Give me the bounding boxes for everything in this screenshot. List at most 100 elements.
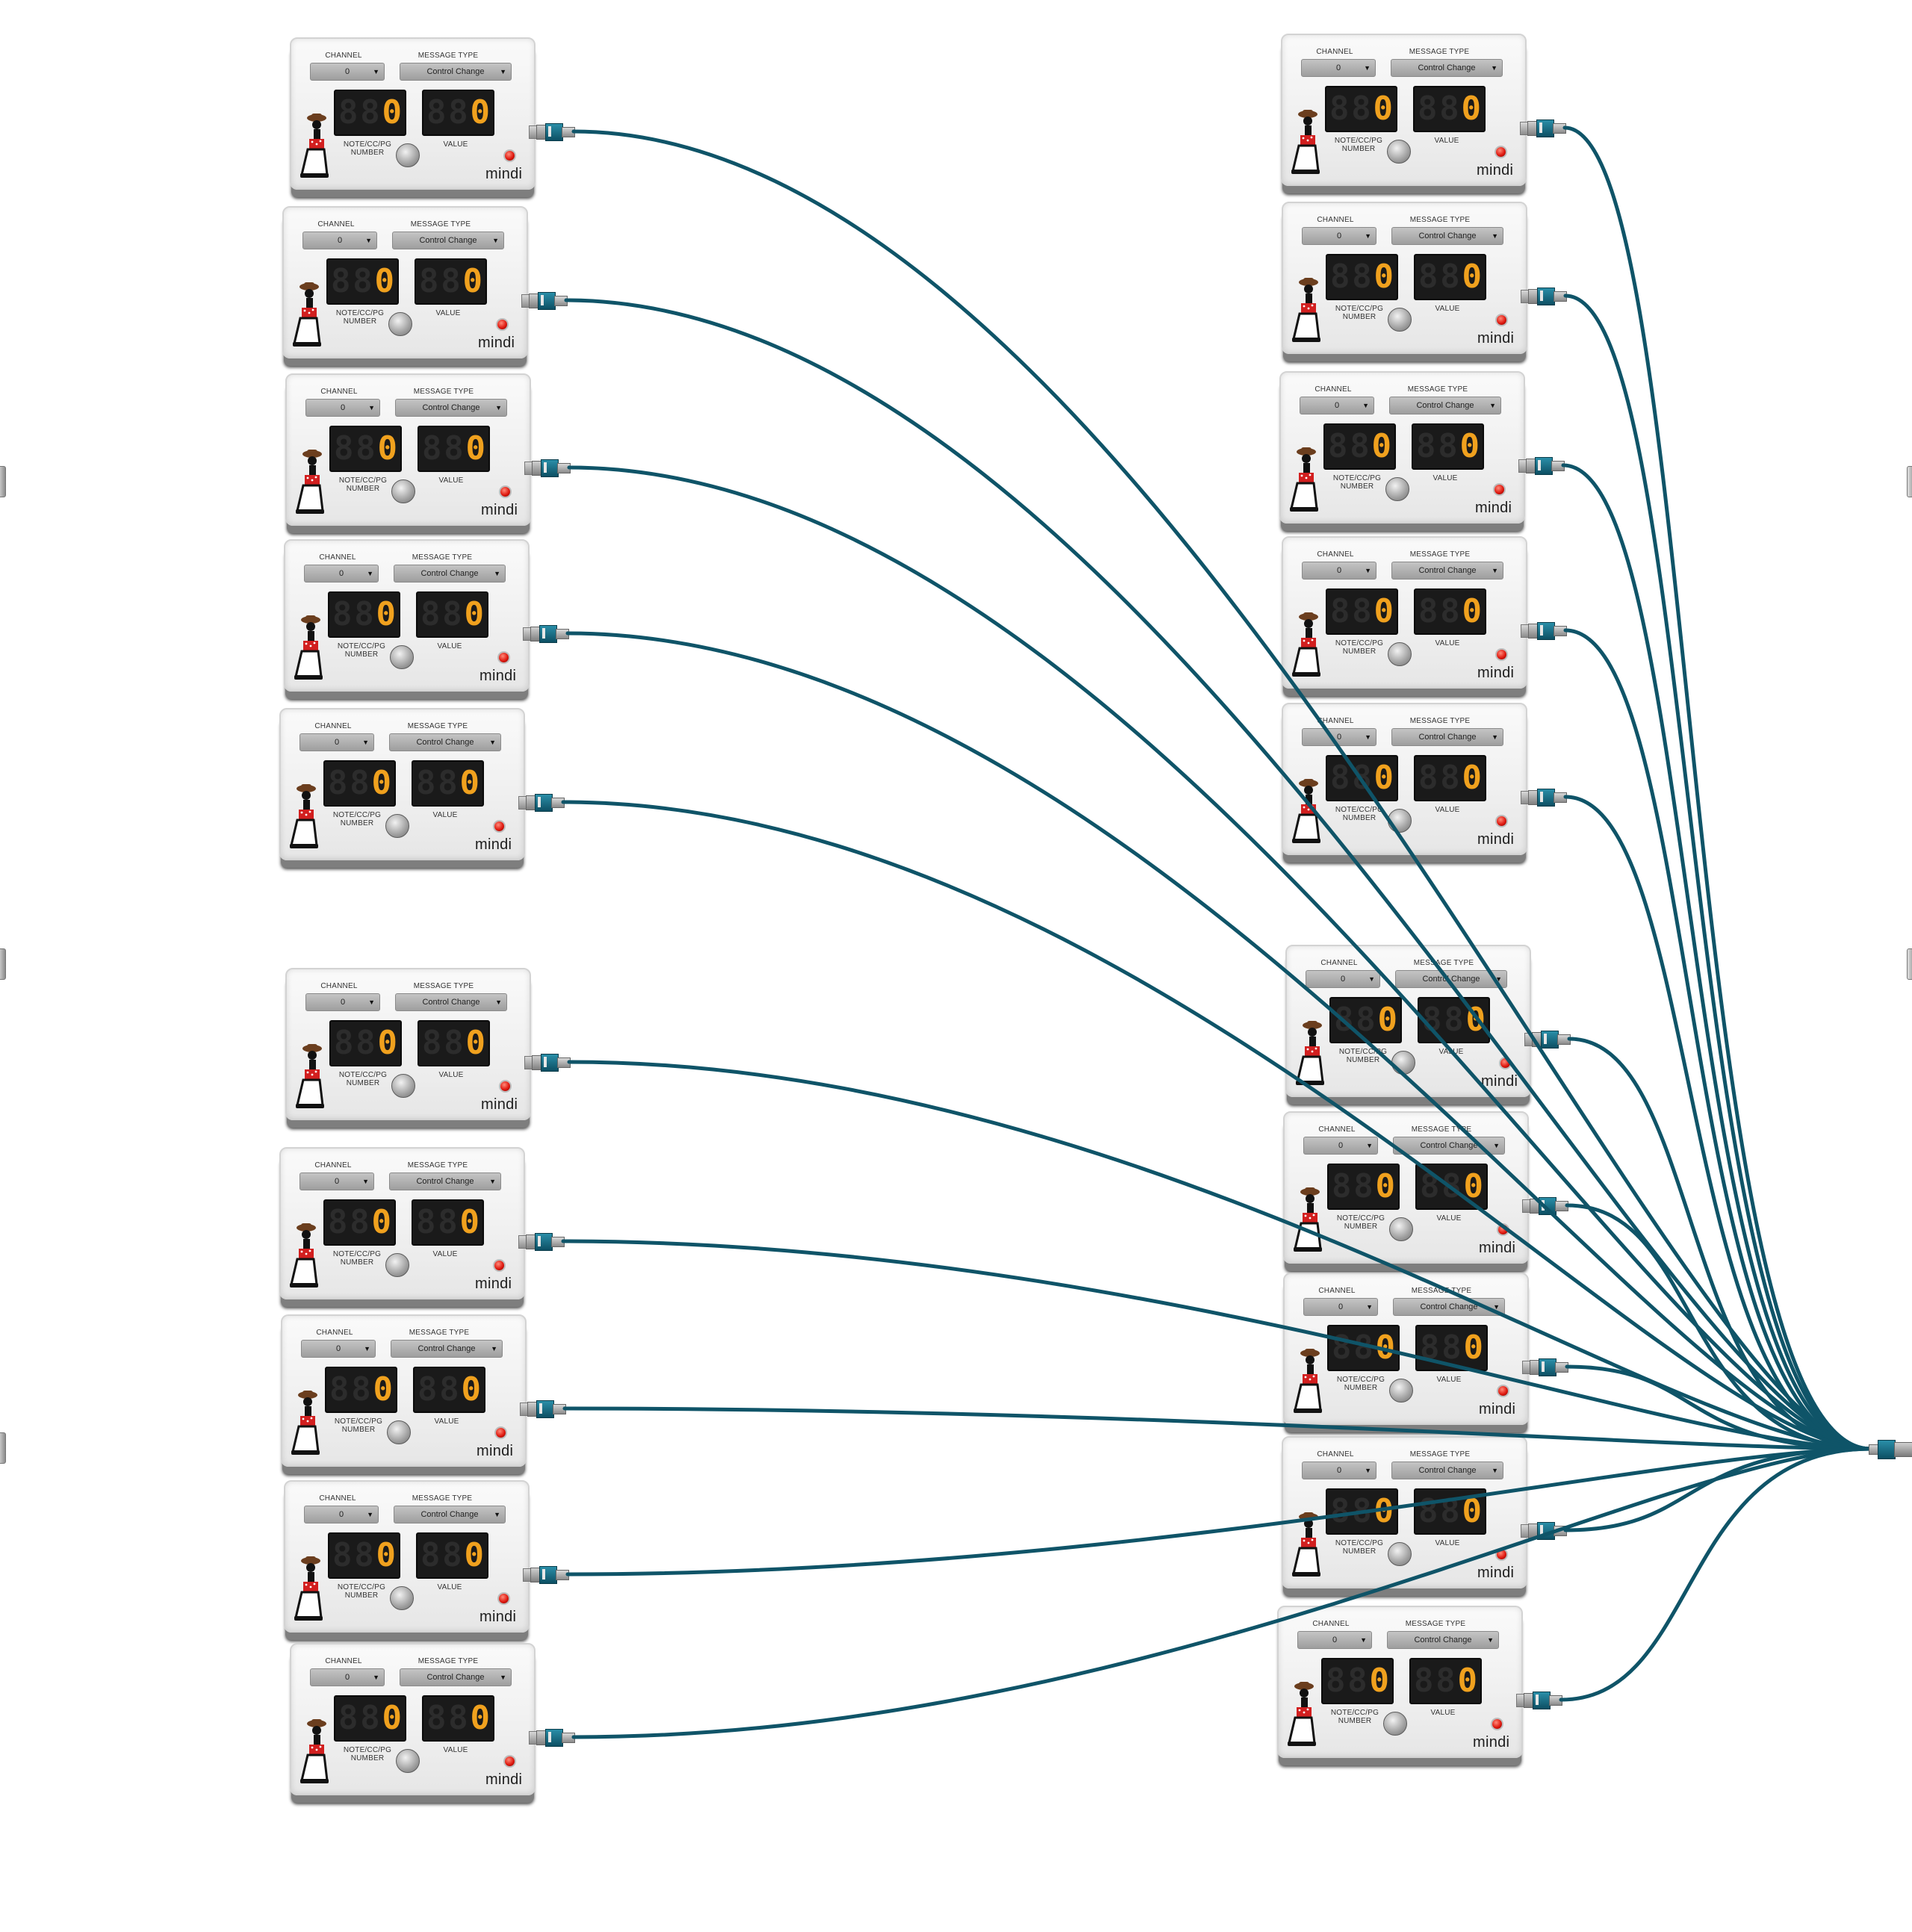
- channel-select[interactable]: 0 ▼: [305, 993, 380, 1011]
- channel-select[interactable]: 0 ▼: [304, 565, 379, 583]
- channel-select[interactable]: 0 ▼: [1306, 970, 1380, 988]
- channel-select[interactable]: 0 ▼: [302, 232, 377, 249]
- patch-cable: [565, 1447, 1873, 1577]
- value-display: 8 8 0: [1414, 1488, 1486, 1535]
- cable-plug-icon[interactable]: [530, 625, 569, 643]
- channel-select[interactable]: 0 ▼: [1303, 1298, 1378, 1316]
- channel-select[interactable]: 0 ▼: [1297, 1631, 1372, 1649]
- channel-select[interactable]: 0 ▼: [305, 399, 380, 417]
- footswitch-icon[interactable]: [1383, 1712, 1407, 1736]
- mindi-unit: CHANNEL MESSAGE TYPE 0 ▼ Control Change …: [1282, 703, 1567, 862]
- footswitch-icon[interactable]: [385, 814, 409, 838]
- message-type-select[interactable]: Control Change ▼: [389, 733, 501, 751]
- channel-select[interactable]: 0 ▼: [299, 1172, 374, 1190]
- channel-select[interactable]: 0 ▼: [299, 733, 374, 751]
- cable-plug-icon[interactable]: [536, 123, 575, 141]
- cable-plug-icon[interactable]: [1524, 1692, 1562, 1709]
- cable-plug-icon[interactable]: [1527, 119, 1566, 137]
- triangle-down-icon: ▼: [1493, 1303, 1500, 1311]
- message-type-select-value: Control Change: [1420, 1141, 1478, 1150]
- footswitch-icon[interactable]: [388, 312, 412, 336]
- message-type-select[interactable]: Control Change ▼: [394, 1506, 506, 1523]
- channel-select-value: 0: [340, 998, 346, 1007]
- channel-select[interactable]: 0 ▼: [1301, 59, 1376, 77]
- message-type-select[interactable]: Control Change ▼: [1391, 562, 1503, 580]
- right-edge-connector: [1907, 948, 1912, 980]
- footswitch-icon[interactable]: [391, 1074, 415, 1098]
- footswitch-icon[interactable]: [1388, 1542, 1412, 1566]
- cable-plug-icon[interactable]: [529, 292, 568, 310]
- channel-select[interactable]: 0 ▼: [1302, 227, 1376, 245]
- footswitch-icon[interactable]: [1388, 642, 1412, 666]
- patch-cable: [561, 800, 1873, 1451]
- message-type-select[interactable]: Control Change ▼: [395, 399, 507, 417]
- message-type-select[interactable]: Control Change ▼: [1389, 397, 1501, 414]
- cable-plug-icon[interactable]: [1532, 1031, 1571, 1049]
- unit-body: CHANNEL MESSAGE TYPE 0 ▼ Control Change …: [1279, 371, 1525, 524]
- message-type-label: MESSAGE TYPE: [409, 1329, 470, 1337]
- footswitch-icon[interactable]: [1388, 308, 1412, 332]
- channel-select[interactable]: 0 ▼: [1302, 1462, 1376, 1479]
- message-type-select[interactable]: Control Change ▼: [1395, 970, 1507, 988]
- footswitch-icon[interactable]: [396, 1749, 420, 1773]
- cable-plug-icon[interactable]: [1528, 288, 1567, 305]
- cable-plug-icon[interactable]: [532, 1054, 571, 1072]
- digit: 0: [382, 93, 403, 131]
- footswitch-icon[interactable]: [1387, 140, 1411, 164]
- cable-plug-icon[interactable]: [532, 459, 571, 477]
- message-type-select[interactable]: Control Change ▼: [394, 565, 506, 583]
- message-type-select[interactable]: Control Change ▼: [1391, 728, 1503, 746]
- message-type-select[interactable]: Control Change ▼: [1393, 1298, 1505, 1316]
- cable-plug-icon[interactable]: [1530, 1358, 1568, 1376]
- triangle-down-icon: ▼: [1492, 232, 1498, 240]
- message-type-select[interactable]: Control Change ▼: [389, 1172, 501, 1190]
- triangle-down-icon: ▼: [500, 68, 506, 75]
- message-type-select[interactable]: Control Change ▼: [400, 63, 512, 81]
- cable-plug-icon[interactable]: [1528, 622, 1567, 640]
- digit: 8: [1332, 1329, 1352, 1367]
- cable-plug-icon[interactable]: [527, 1400, 566, 1418]
- message-type-select[interactable]: Control Change ▼: [400, 1668, 512, 1686]
- digit: 8: [1352, 592, 1372, 630]
- footswitch-icon[interactable]: [1389, 1217, 1413, 1241]
- footswitch-icon[interactable]: [1388, 809, 1412, 833]
- cable-plug-icon[interactable]: [526, 794, 565, 812]
- footswitch-icon[interactable]: [390, 645, 414, 669]
- channel-select[interactable]: 0 ▼: [301, 1340, 376, 1358]
- cable-plug-icon[interactable]: [530, 1566, 569, 1584]
- message-type-select[interactable]: Control Change ▼: [1387, 1631, 1499, 1649]
- output-plug-icon[interactable]: [1869, 1440, 1912, 1459]
- cable-plug-icon[interactable]: [536, 1729, 575, 1747]
- message-type-select[interactable]: Control Change ▼: [1391, 59, 1503, 77]
- cable-plug-icon[interactable]: [1528, 1522, 1567, 1540]
- digit: 0: [470, 93, 491, 131]
- footswitch-icon[interactable]: [1385, 477, 1409, 501]
- message-type-select[interactable]: Control Change ▼: [395, 993, 507, 1011]
- channel-select[interactable]: 0 ▼: [310, 63, 385, 81]
- channel-select[interactable]: 0 ▼: [1303, 1137, 1378, 1155]
- message-type-select-value: Control Change: [426, 67, 485, 76]
- cable-plug-icon[interactable]: [1528, 789, 1567, 807]
- footswitch-icon[interactable]: [1389, 1379, 1413, 1403]
- channel-select[interactable]: 0 ▼: [1300, 397, 1374, 414]
- cable-plug-icon[interactable]: [526, 1233, 565, 1251]
- message-type-select[interactable]: Control Change ▼: [392, 232, 504, 249]
- channel-label: CHANNEL: [316, 1329, 353, 1337]
- message-type-select[interactable]: Control Change ▼: [1393, 1137, 1505, 1155]
- channel-select[interactable]: 0 ▼: [310, 1668, 385, 1686]
- footswitch-icon[interactable]: [387, 1420, 411, 1444]
- footswitch-icon[interactable]: [390, 1586, 414, 1610]
- channel-select[interactable]: 0 ▼: [304, 1506, 379, 1523]
- cable-plug-icon[interactable]: [1530, 1197, 1568, 1215]
- footswitch-icon[interactable]: [396, 143, 420, 167]
- message-type-select[interactable]: Control Change ▼: [391, 1340, 503, 1358]
- cable-plug-icon[interactable]: [1526, 457, 1565, 475]
- footswitch-icon[interactable]: [385, 1253, 409, 1277]
- footswitch-icon[interactable]: [391, 479, 415, 503]
- message-type-select[interactable]: Control Change ▼: [1391, 1462, 1503, 1479]
- footswitch-icon[interactable]: [1391, 1051, 1415, 1075]
- channel-select[interactable]: 0 ▼: [1302, 728, 1376, 746]
- channel-select[interactable]: 0 ▼: [1302, 562, 1376, 580]
- number-display: 8 8 0: [1326, 254, 1398, 300]
- message-type-select[interactable]: Control Change ▼: [1391, 227, 1503, 245]
